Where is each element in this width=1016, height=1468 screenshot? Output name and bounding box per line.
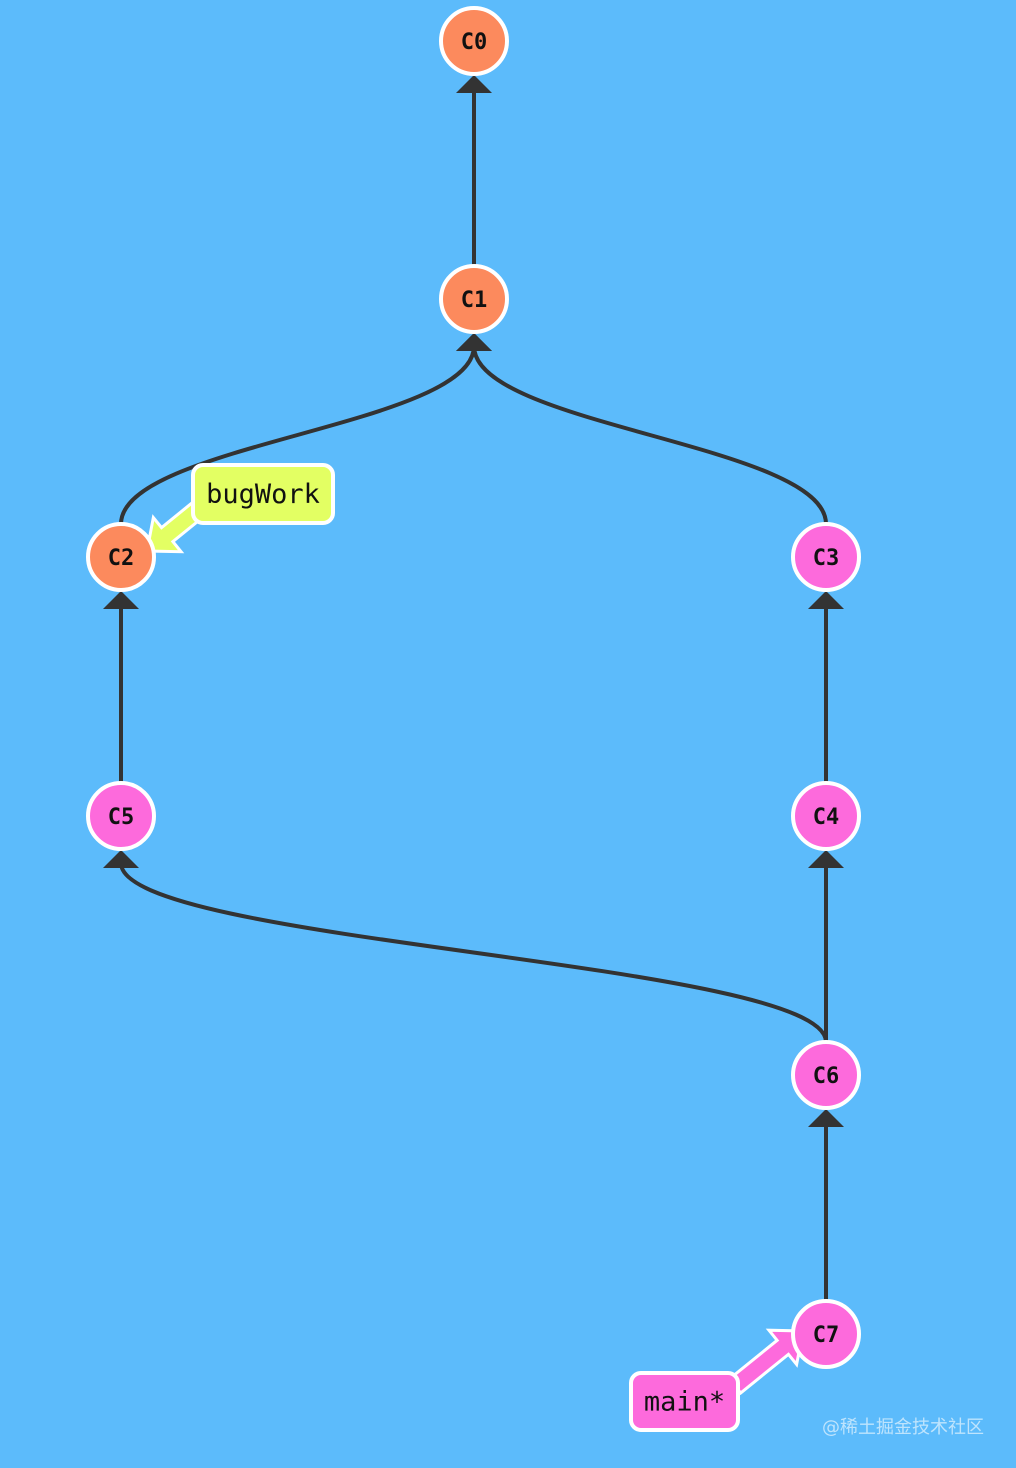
commit-label-C0: C0 bbox=[461, 30, 488, 55]
commit-label-C2: C2 bbox=[108, 546, 135, 571]
arrowhead-C6-C4 bbox=[808, 850, 844, 868]
edge-C2-C1 bbox=[119, 345, 476, 525]
arrowhead-C5-C2 bbox=[103, 591, 139, 609]
edge-C3-C1 bbox=[472, 345, 828, 525]
arrowhead-C4-C3 bbox=[808, 591, 844, 609]
commit-label-C3: C3 bbox=[813, 546, 840, 571]
branch-tag-bugWork[interactable]: bugWork bbox=[191, 463, 335, 525]
commit-C5[interactable]: C5 bbox=[86, 781, 156, 851]
commit-C7[interactable]: C7 bbox=[791, 1299, 861, 1369]
commit-C3[interactable]: C3 bbox=[791, 522, 861, 592]
commit-C4[interactable]: C4 bbox=[791, 781, 861, 851]
commit-node-C4 bbox=[791, 781, 861, 851]
commit-label-C6: C6 bbox=[813, 1064, 840, 1089]
branch-label-bugWork: bugWork bbox=[206, 479, 320, 510]
commit-label-C5: C5 bbox=[108, 805, 135, 830]
arrowhead-C7-C6 bbox=[808, 1109, 844, 1127]
arrowhead-C6-C5 bbox=[103, 850, 139, 868]
commit-C1[interactable]: C1 bbox=[439, 264, 509, 334]
watermark: @稀土掘金技术社区 bbox=[822, 1417, 984, 1438]
commit-label-C1: C1 bbox=[461, 288, 488, 313]
commit-node-C2 bbox=[86, 522, 156, 592]
branch-arrow-bugWork bbox=[145, 498, 208, 554]
edge-arrowheads bbox=[103, 75, 844, 1127]
commit-C2[interactable]: C2 bbox=[86, 522, 156, 592]
edge-C6-C5 bbox=[119, 862, 828, 1043]
commit-node-C0 bbox=[439, 6, 509, 76]
commit-C6[interactable]: C6 bbox=[791, 1040, 861, 1110]
arrowhead-C3-C1 bbox=[456, 333, 492, 351]
branch-tag-main[interactable]: main* bbox=[629, 1371, 740, 1432]
commit-node-C3 bbox=[791, 522, 861, 592]
commit-node-C7 bbox=[791, 1299, 861, 1369]
commit-label-C4: C4 bbox=[813, 805, 840, 830]
branch-label-main: main* bbox=[644, 1387, 725, 1418]
arrowhead-C1-C0 bbox=[456, 75, 492, 93]
commit-C0[interactable]: C0 bbox=[439, 6, 509, 76]
commit-node-C6 bbox=[791, 1040, 861, 1110]
commit-node-C1 bbox=[439, 264, 509, 334]
branch-arrows: bugWork main* bbox=[145, 463, 805, 1432]
commit-edges bbox=[119, 88, 828, 1301]
commit-node-C5 bbox=[86, 781, 156, 851]
commit-label-C7: C7 bbox=[813, 1323, 840, 1348]
